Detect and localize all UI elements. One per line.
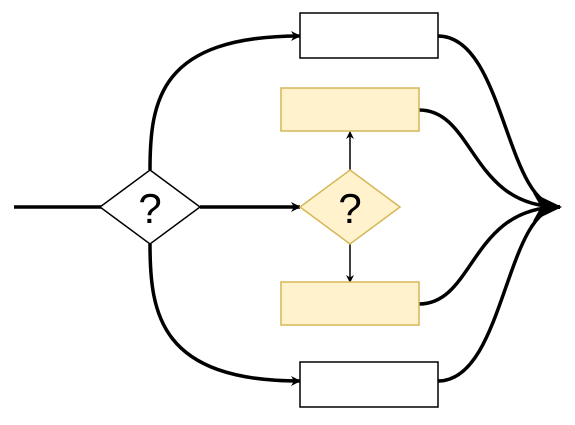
merge-curve-top bbox=[437, 34, 561, 209]
merge-curve-inner-top bbox=[418, 108, 561, 209]
connector-to-top-box bbox=[148, 31, 301, 171]
box-inner-top bbox=[280, 87, 420, 132]
connector-to-bottom-box bbox=[148, 243, 301, 386]
merge-curve-inner-bottom bbox=[418, 205, 561, 306]
box-inner-bottom bbox=[280, 281, 420, 326]
box-top bbox=[299, 12, 439, 59]
decision-diamond-outer bbox=[98, 169, 202, 245]
decision-outer-label: ? bbox=[138, 185, 161, 232]
merge-curve-bottom bbox=[437, 205, 561, 383]
merge-arrowhead bbox=[533, 193, 562, 221]
box-bottom bbox=[299, 361, 439, 408]
decision-inner-label: ? bbox=[338, 185, 361, 232]
decision-diamond-inner bbox=[298, 169, 402, 245]
